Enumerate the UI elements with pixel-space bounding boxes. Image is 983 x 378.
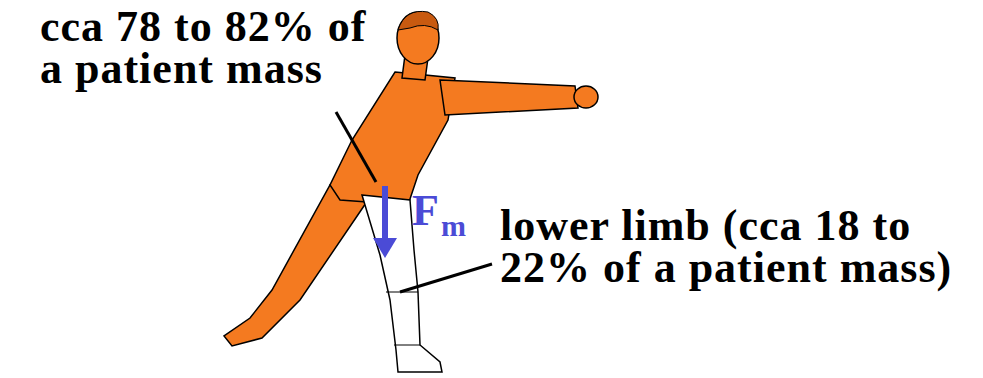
body-mass-label: cca 78 to 82% of a patient mass [40, 6, 380, 90]
back-leg [224, 185, 368, 346]
force-arrow [382, 186, 388, 240]
lower-limb-label: lower limb (cca 18 to 22% of a patient m… [500, 205, 970, 289]
hand [574, 86, 598, 108]
hair [398, 11, 438, 30]
force-arrowhead [373, 238, 397, 258]
arm [440, 80, 578, 115]
limb-joints [386, 292, 420, 345]
head [397, 12, 439, 64]
torso [330, 72, 455, 205]
leader-line [336, 112, 376, 182]
force-subscript: m [441, 212, 471, 240]
leader-line [400, 264, 492, 292]
